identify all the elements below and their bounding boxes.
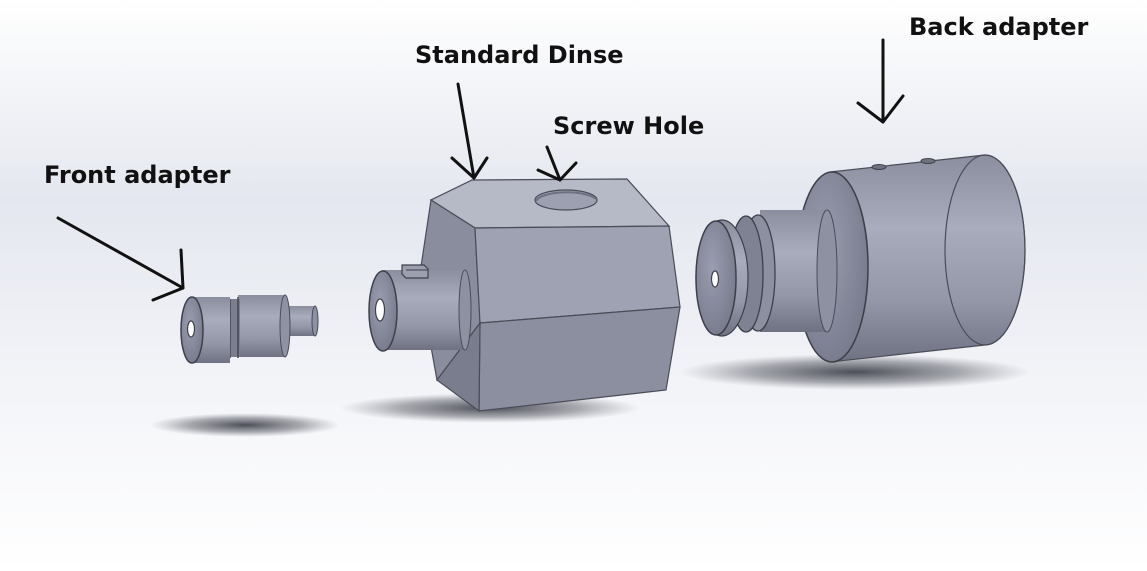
front-adapter-arrow [56, 216, 185, 302]
front-adapter-shadow [150, 413, 340, 437]
front-adapter-part [180, 294, 319, 364]
standard-dinse-label: Standard Dinse [415, 41, 624, 69]
back-adapter-label: Back adapter [909, 13, 1089, 41]
screw-hole [534, 189, 598, 211]
back-adapter-arrow [856, 38, 905, 124]
screw-hole-label: Screw Hole [553, 112, 705, 140]
back-adapter-part [695, 154, 1026, 363]
screw-hole-arrow [536, 145, 578, 182]
standard-dinse-arrow [450, 82, 489, 180]
front-adapter-label: Front adapter [44, 161, 231, 189]
standard-dinse-part [368, 178, 681, 413]
back-adapter-shadow [680, 354, 1030, 390]
